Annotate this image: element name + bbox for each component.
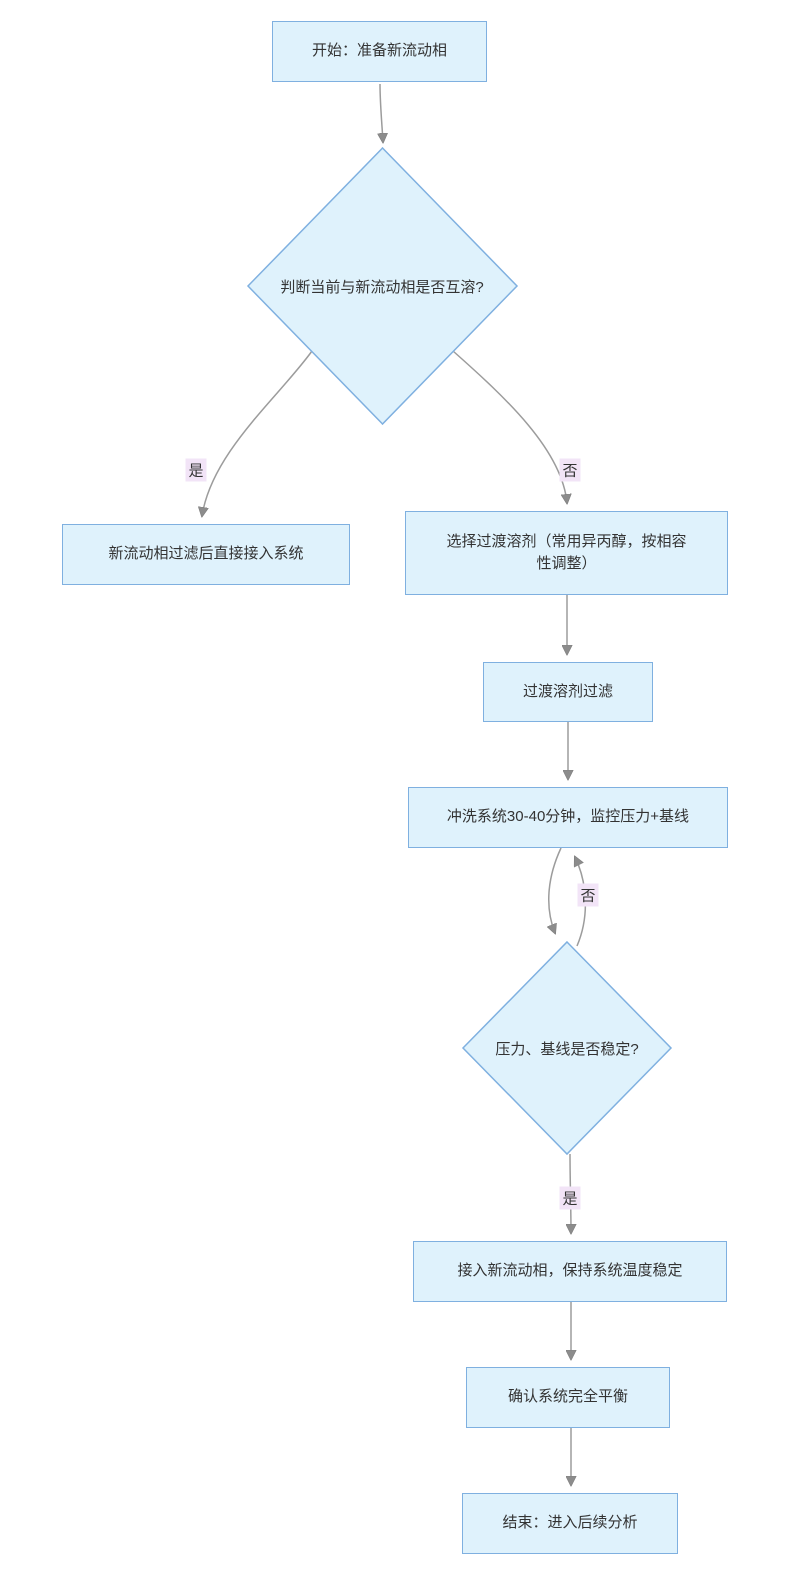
edge-label-no-stable-loop: 否 [577, 883, 599, 907]
node-filter-solvent: 过渡溶剂过滤 [483, 662, 653, 722]
edge-label-yes-stable: 是 [559, 1186, 581, 1210]
node-filter-solvent-label: 过渡溶剂过滤 [522, 682, 613, 700]
node-connect-new-phase: 接入新流动相，保持系统温度稳定 [413, 1241, 727, 1302]
node-direct-connect-label: 新流动相过滤后直接接入系统 [108, 545, 304, 563]
edge-start-to-miscible [380, 83, 383, 142]
node-end-label: 结束：进入后续分析 [502, 1514, 638, 1532]
node-transition-solvent-label: 选择过渡溶剂（常用异丙醇，按相容性调整） [446, 532, 687, 573]
edge-label-yes-miscible: 是 [185, 458, 207, 482]
node-connect-new-phase-label: 接入新流动相，保持系统温度稳定 [457, 1262, 683, 1280]
edge-label-no-miscible: 否 [559, 458, 581, 482]
edge-miscible-to-transition [452, 350, 567, 503]
node-confirm-equilibrium: 确认系统完全平衡 [466, 1367, 670, 1428]
node-end: 结束：进入后续分析 [462, 1493, 678, 1554]
node-flush-system-label: 冲洗系统30-40分钟，监控压力+基线 [446, 808, 690, 826]
node-start: 开始：准备新流动相 [272, 21, 487, 82]
decision-miscible-diamond [246, 146, 519, 426]
node-direct-connect: 新流动相过滤后直接接入系统 [62, 524, 350, 585]
edge-flush-to-stable [549, 847, 562, 933]
decision-stable-diamond [461, 940, 673, 1156]
edge-miscible-to-direct [202, 350, 313, 516]
node-flush-system: 冲洗系统30-40分钟，监控压力+基线 [408, 787, 728, 848]
node-start-label: 开始：准备新流动相 [311, 42, 447, 60]
node-transition-solvent: 选择过渡溶剂（常用异丙醇，按相容性调整） [405, 511, 728, 595]
node-confirm-equilibrium-label: 确认系统完全平衡 [507, 1388, 628, 1406]
